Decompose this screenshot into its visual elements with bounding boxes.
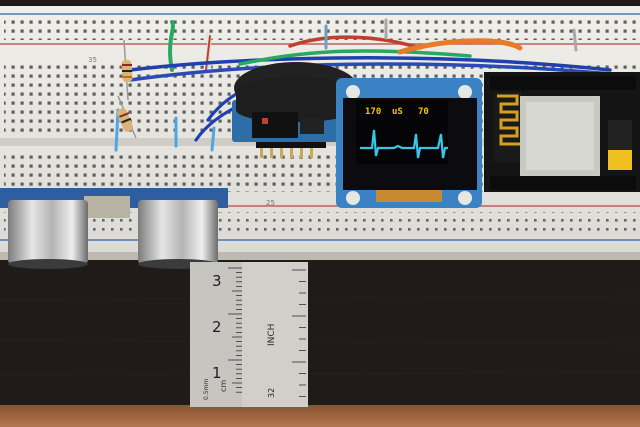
ruler-small-number: 32 bbox=[267, 388, 276, 398]
ruler-mm-label: 0.5mm bbox=[203, 379, 210, 400]
wire-lightblue-3 bbox=[210, 126, 216, 152]
ruler-inch-label: INCH bbox=[267, 324, 277, 346]
board-pins-top bbox=[490, 76, 636, 90]
wire-orange bbox=[397, 38, 523, 55]
row-number-25: 25 bbox=[266, 199, 275, 207]
dark-panel bbox=[0, 258, 640, 408]
oled-screen bbox=[356, 100, 448, 164]
board-pins-bottom bbox=[490, 176, 636, 190]
wooden-table-edge bbox=[0, 405, 640, 427]
oled-readout-unit: uS bbox=[392, 107, 403, 117]
wire-blue-long-2 bbox=[128, 62, 614, 82]
pressure-sensor-module bbox=[232, 62, 358, 158]
esp8266-board bbox=[484, 72, 640, 192]
ultrasonic-transducer-left bbox=[8, 200, 88, 264]
wires bbox=[114, 18, 614, 152]
ruler-ticks bbox=[228, 267, 306, 397]
flex-ribbon bbox=[376, 190, 442, 202]
wifi-antenna-trace bbox=[497, 94, 521, 146]
wire-green-short bbox=[168, 20, 175, 72]
oled-waveform bbox=[360, 129, 448, 159]
wire-red-arc bbox=[288, 35, 422, 50]
wire-lightblue-1 bbox=[114, 108, 120, 152]
oled-display-module: 170 uS 70 bbox=[336, 78, 482, 208]
header-pins bbox=[256, 142, 326, 158]
ultrasonic-transducer-right bbox=[138, 200, 218, 264]
oled-readout-left: 170 bbox=[365, 107, 381, 117]
power-rail-top bbox=[4, 20, 636, 40]
resistor-2 bbox=[117, 95, 137, 139]
ruler-label-3: 3 bbox=[212, 272, 222, 290]
row-number-35: 35 bbox=[88, 56, 97, 64]
ruler-label-2: 2 bbox=[212, 318, 222, 336]
wire-blue-long-1 bbox=[128, 56, 612, 72]
oled-readout-right: 70 bbox=[418, 107, 429, 117]
jumper-pin-3 bbox=[572, 28, 578, 52]
dark-panel-texture bbox=[0, 295, 640, 376]
capacitor bbox=[608, 150, 632, 170]
ruler-cm-label: cm bbox=[219, 380, 228, 392]
ultrasonic-sensor bbox=[0, 188, 228, 269]
ruler-label-1: 1 bbox=[212, 364, 222, 382]
metal-ruler: 3 2 1 cm 0.5mm INCH 32 bbox=[190, 262, 308, 407]
crystal-oscillator bbox=[84, 196, 130, 218]
resistor-1 bbox=[121, 39, 133, 101]
wire-green-long bbox=[238, 49, 472, 66]
